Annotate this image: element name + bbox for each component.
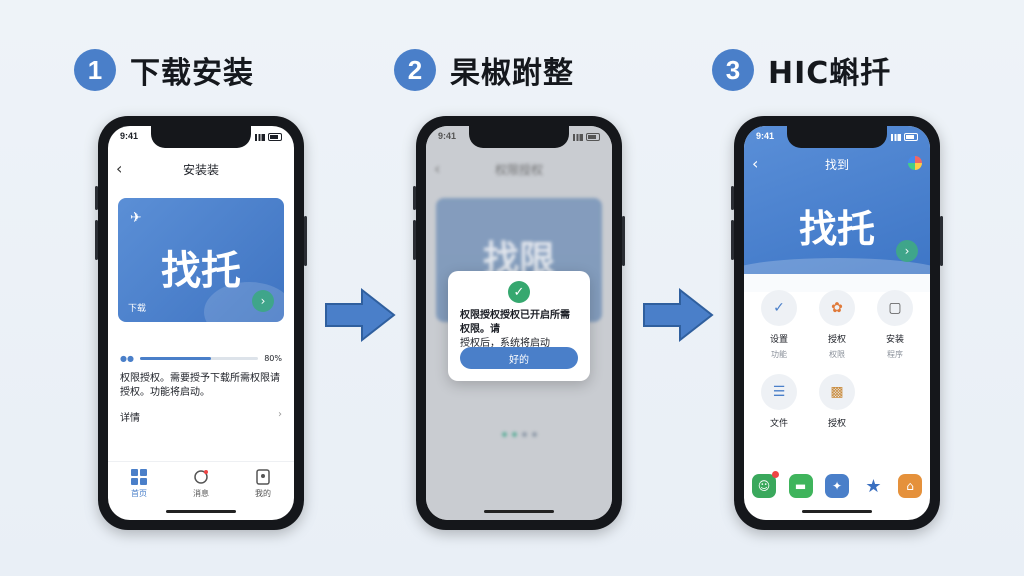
step-3-header: 3 HIC蝌扦: [712, 46, 891, 94]
chat-icon: [194, 470, 208, 484]
battery-icon: [268, 133, 282, 141]
arrow-circle-icon[interactable]: ›: [252, 290, 274, 312]
back-icon[interactable]: ‹: [116, 159, 123, 178]
app-sub: 权限: [829, 350, 845, 359]
home-indicator: [802, 510, 872, 513]
contacts-icon[interactable]: ☺: [752, 471, 779, 498]
arrow-right-icon: [643, 287, 714, 343]
banner-card[interactable]: ✈ 找托 下载 ›: [118, 198, 284, 322]
status-bar: 9:41: [438, 131, 600, 143]
image-icon: ▩: [819, 374, 855, 410]
nav-title: 找到: [824, 158, 849, 172]
step-1-number: 1: [74, 49, 116, 91]
step-3-title: HIC蝌扦: [768, 56, 892, 91]
tab-home[interactable]: 首页: [131, 469, 147, 499]
confirm-button[interactable]: 好的: [460, 347, 578, 369]
step-2-number: 2: [394, 49, 436, 91]
signal-icon: [255, 133, 265, 141]
app-logo-icon[interactable]: [908, 156, 922, 170]
tab-profile[interactable]: 我的: [255, 469, 271, 499]
home-indicator: [484, 510, 554, 513]
app-dock: ☺ ▬ ✦ ★ ⌂: [752, 471, 922, 498]
app-sub: 功能: [771, 350, 787, 359]
document-icon: ▢: [877, 290, 913, 326]
status-bar: 9:41: [120, 131, 282, 143]
message-icon[interactable]: ▬: [788, 474, 813, 498]
phone-1-screen: 9:41 ‹ 安装装 ✈ 找托 下载 › ●● 80% 权限授权。需要授予下载所…: [108, 126, 294, 520]
page-dots: [426, 432, 612, 437]
status-time: 9:41: [438, 131, 457, 141]
phone-3-screen: 9:41 ‹ 找到 找托 › ✓ 设置 功能 ✿ 授权 权限 ▢ 安装: [744, 126, 930, 520]
back-icon[interactable]: ‹: [434, 159, 441, 178]
details-row[interactable]: 详情 ›: [120, 409, 282, 424]
home-icon[interactable]: ⌂: [898, 474, 922, 498]
dialog-message: 权限授权授权已开启所需权限。请 授权后，系统将启动: [460, 309, 578, 351]
phone-1: 9:41 ‹ 安装装 ✈ 找托 下载 › ●● 80% 权限授权。需要授予下载所…: [95, 116, 307, 530]
nav-bar: ‹ 权限授权: [426, 154, 612, 184]
star-icon[interactable]: ★: [865, 475, 882, 497]
nav-bar: ‹ 安装装: [108, 154, 294, 184]
battery-icon: [904, 133, 918, 141]
tab-label: 首页: [131, 489, 147, 498]
home-indicator: [166, 510, 236, 513]
plane-icon: ✈: [130, 210, 142, 226]
dialog-message-text: 权限授权授权已开启所需权限。请: [460, 310, 570, 335]
nav-title: 权限授权: [494, 162, 543, 177]
progress-fill: [139, 356, 211, 360]
grid-icon: [131, 469, 147, 485]
status-bar: 9:41: [756, 131, 918, 143]
description-text: 权限授权。需要授予下载所需权限请授权。功能将启动。: [120, 373, 280, 398]
progress-label: 80%: [264, 353, 282, 363]
list-icon: ☰: [761, 374, 797, 410]
step-1-header: 1 下载安装: [74, 46, 254, 94]
arrow-right-icon: [325, 287, 396, 343]
arrow-circle-icon[interactable]: ›: [896, 240, 918, 262]
signal-icon: [891, 133, 901, 141]
app-label: 授权: [827, 335, 846, 345]
phone-2-screen: 9:41 ‹ 权限授权 找限 ✆ ● ▦ ▣ ✓ 权限授权授权已开启所需权限。请: [426, 126, 612, 520]
banner-text: 找托: [161, 248, 241, 294]
app-grid: ✓ 设置 功能 ✿ 授权 权限 ▢ 安装 程序 ☰ 文件 ▩ 授权: [750, 290, 924, 429]
app-sub: 程序: [887, 350, 903, 359]
app-item[interactable]: ☰ 文件: [750, 374, 808, 429]
tab-messages[interactable]: 消息: [193, 469, 209, 499]
chevron-right-icon: ›: [278, 409, 282, 420]
check-icon: ✓: [761, 290, 797, 326]
download-progress: ●● 80%: [120, 353, 282, 363]
nav-title: 安装装: [182, 162, 219, 177]
signal-icon: [573, 133, 583, 141]
header-banner: 9:41 ‹ 找到 找托 ›: [744, 126, 930, 292]
profile-icon: [256, 469, 270, 485]
step-2-header: 2 杲椒跗整: [394, 46, 574, 94]
tab-label: 我的: [255, 489, 271, 498]
flower-icon: ✿: [819, 290, 855, 326]
dialog-sub-text: 授权后，系统将启动: [460, 338, 550, 349]
app-item[interactable]: ▩ 授权: [808, 374, 866, 429]
phone-2: 9:41 ‹ 权限授权 找限 ✆ ● ▦ ▣ ✓ 权限授权授权已开启所需权限。请: [413, 116, 625, 530]
step-1-title: 下载安装: [130, 56, 254, 91]
step-3-number: 3: [712, 49, 754, 91]
step-2-title: 杲椒跗整: [450, 56, 574, 91]
app-label: 文件: [769, 419, 788, 429]
permission-dialog: ✓ 权限授权授权已开启所需权限。请 授权后，系统将启动 好的: [448, 271, 590, 381]
banner-footer: 下载: [128, 304, 147, 314]
app-item[interactable]: ✓ 设置 功能: [750, 290, 808, 360]
battery-icon: [586, 133, 600, 141]
banner-text: 找托: [798, 207, 875, 251]
app-item[interactable]: ✿ 授权 权限: [808, 290, 866, 360]
compass-icon[interactable]: ✦: [825, 474, 849, 498]
app-item[interactable]: ▢ 安装 程序: [866, 290, 924, 360]
status-time: 9:41: [120, 131, 139, 141]
app-label: 设置: [769, 335, 788, 345]
check-icon: ✓: [508, 281, 530, 303]
back-icon[interactable]: ‹: [752, 154, 759, 173]
details-label: 详情: [120, 413, 140, 424]
status-time: 9:41: [756, 131, 775, 141]
app-label: 授权: [827, 419, 846, 429]
tab-label: 消息: [193, 489, 209, 498]
app-label: 安装: [885, 335, 904, 345]
tab-bar: 首页 消息 我的: [108, 461, 294, 506]
phone-3: 9:41 ‹ 找到 找托 › ✓ 设置 功能 ✿ 授权 权限 ▢ 安装: [731, 116, 943, 530]
